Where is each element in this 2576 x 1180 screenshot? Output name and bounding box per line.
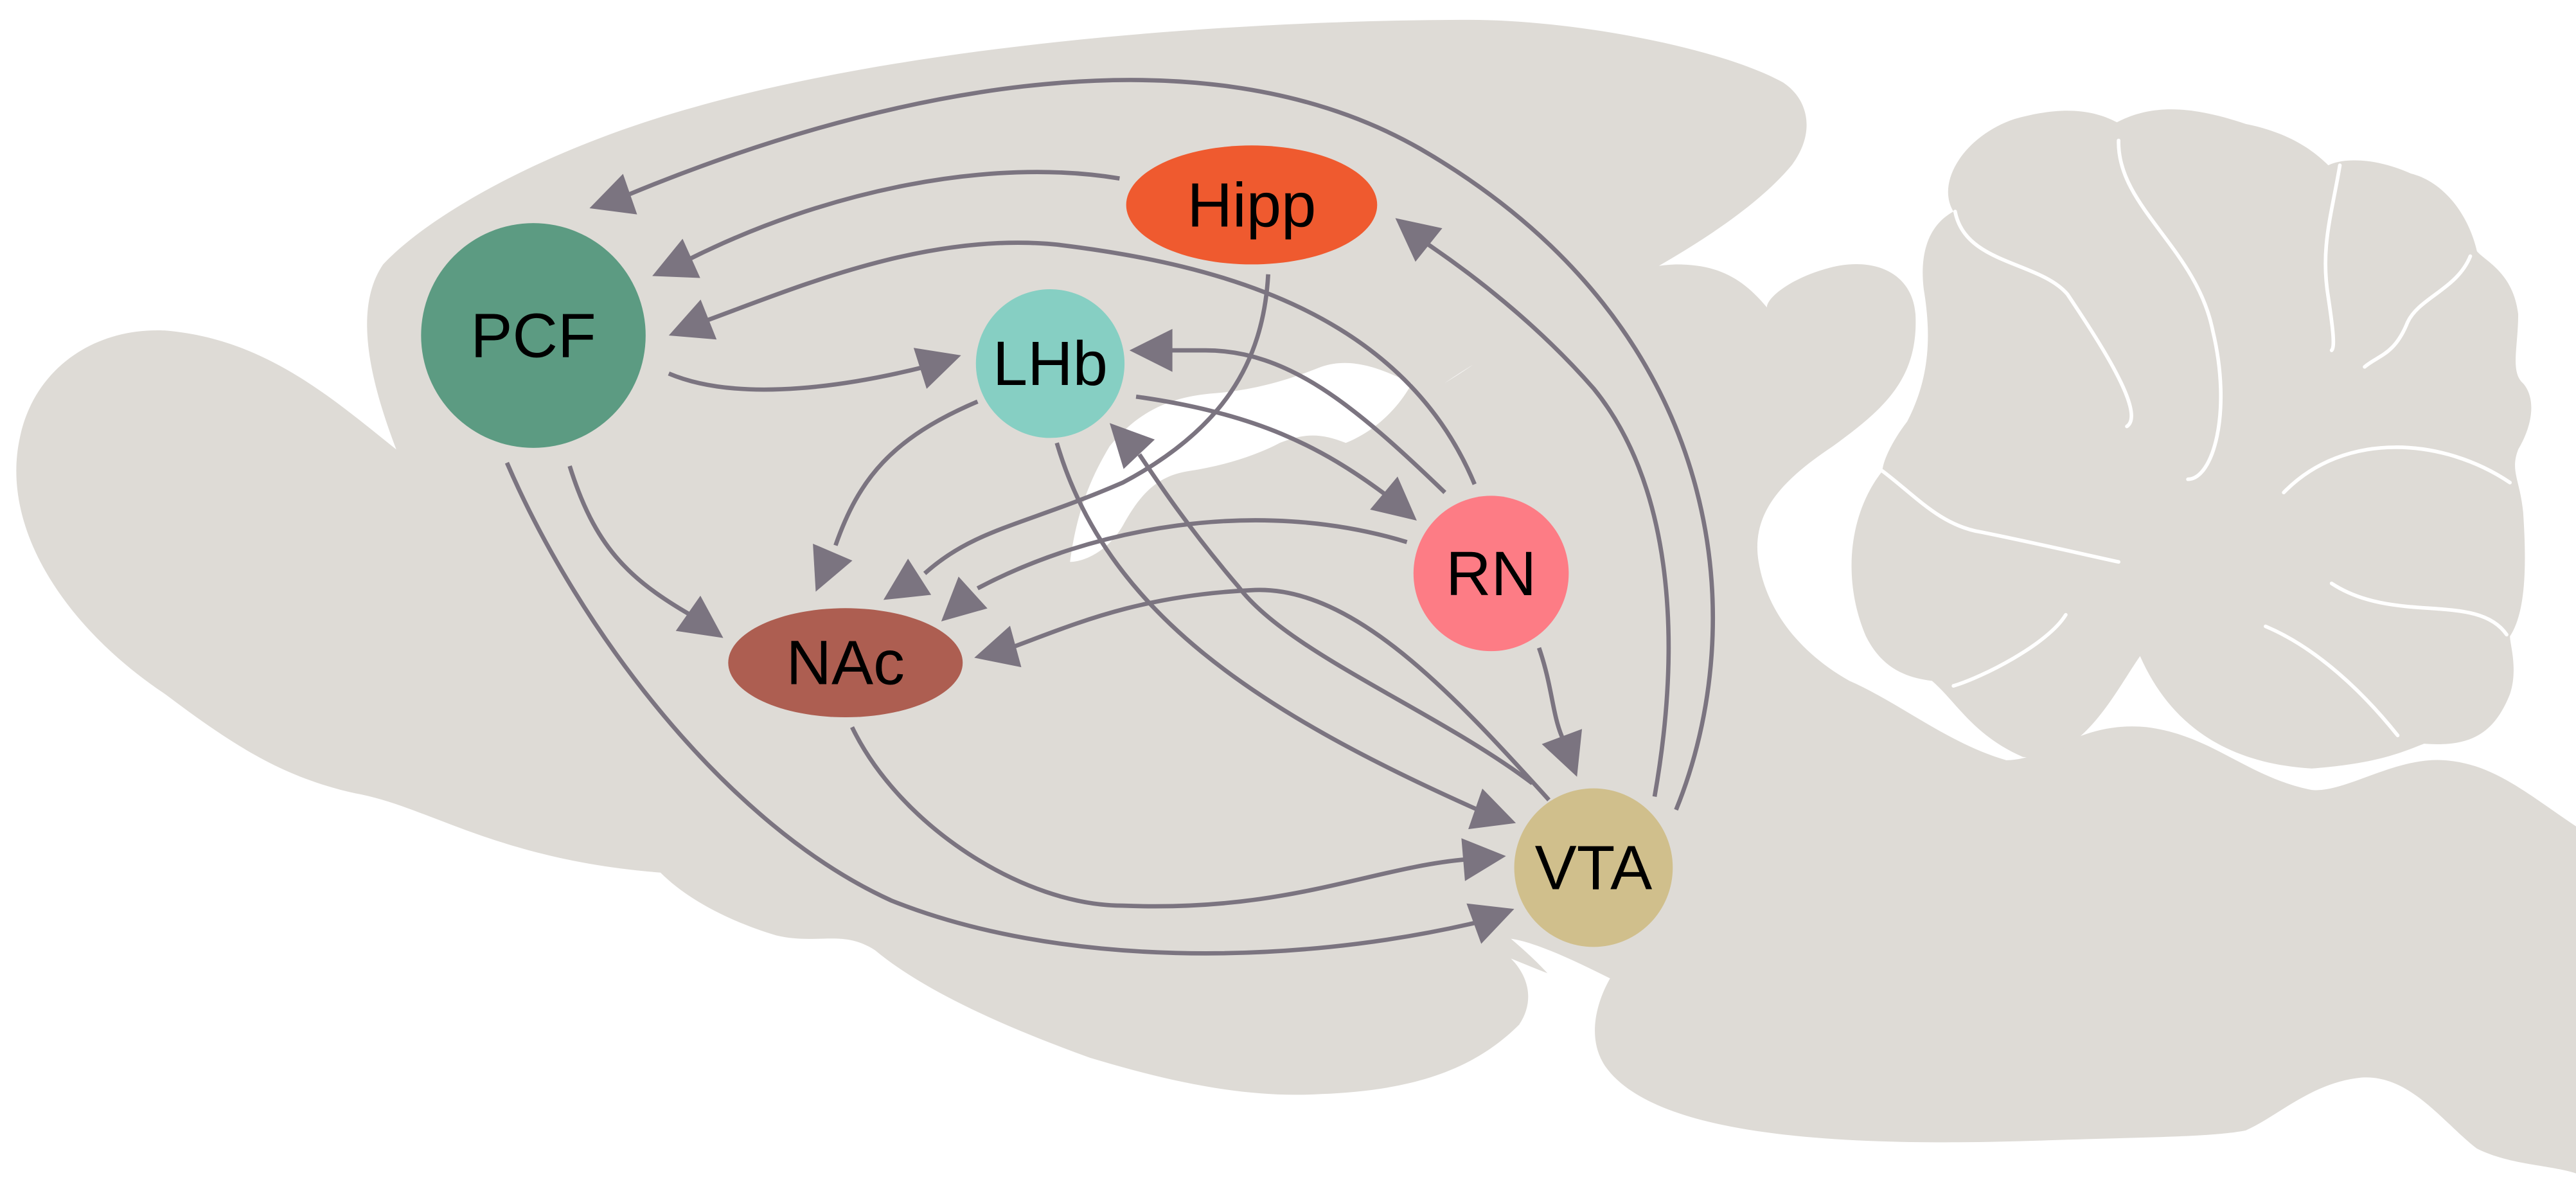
node-nac: NAc — [728, 608, 963, 717]
edge-vta-to-pcf — [589, 78, 1715, 811]
node-label: PCF — [470, 300, 596, 370]
ventricle-gap — [1070, 362, 1412, 562]
node-shape — [1126, 145, 1378, 265]
node-shape — [1413, 496, 1569, 652]
node-shape — [728, 608, 963, 717]
node-vta: VTA — [1514, 788, 1673, 947]
edge-vta-to-nac — [974, 587, 1551, 801]
arrowhead-icon — [883, 559, 932, 600]
node-label: VTA — [1535, 832, 1653, 902]
edge-lhb-to-vta — [1054, 442, 1516, 830]
edge-rn-to-lhb — [1129, 328, 1446, 494]
arrowhead-icon — [1466, 903, 1515, 944]
edge-line — [923, 274, 1270, 575]
edge-vta-to-lhb — [1109, 423, 1534, 785]
node-label: LHb — [993, 328, 1108, 398]
edge-line — [1167, 348, 1446, 494]
edge-line — [668, 364, 925, 392]
edge-lhb-to-rn — [1135, 394, 1417, 521]
node-label: NAc — [786, 628, 905, 698]
arrowhead-icon — [941, 577, 988, 621]
node-label: RN — [1446, 539, 1536, 609]
edge-line — [833, 399, 979, 546]
edge-rn-to-nac — [941, 518, 1408, 621]
edge-lhb-to-nac — [813, 399, 979, 592]
arrowhead-icon — [1370, 476, 1417, 521]
arrowhead-icon — [675, 595, 724, 638]
edges-layer — [504, 78, 1715, 956]
edge-line — [1427, 242, 1671, 798]
arrowhead-icon — [1541, 729, 1583, 777]
arrowhead-icon — [974, 625, 1022, 668]
edge-hipp-to-pcf — [652, 170, 1120, 278]
node-shape — [975, 289, 1125, 438]
edge-line — [1009, 587, 1551, 801]
node-shape — [1514, 788, 1673, 947]
arrowhead-icon — [813, 543, 853, 592]
arrowhead-icon — [1461, 838, 1506, 881]
node-rn: RN — [1413, 496, 1569, 652]
edge-line — [976, 518, 1408, 591]
arrowhead-icon — [1468, 789, 1516, 830]
edge-line — [701, 240, 1477, 485]
edge-hipp-to-nac — [883, 274, 1270, 600]
arrowhead-icon — [589, 174, 637, 215]
cerebellum-folia — [1880, 138, 2512, 738]
brainstem-gap — [1511, 938, 1610, 1041]
edge-line — [1054, 442, 1479, 812]
edge-vta-to-hipp — [1395, 218, 1671, 798]
arrowhead-icon — [1109, 423, 1155, 469]
edge-pcf-to-nac — [567, 465, 724, 638]
arrowhead-icon — [668, 299, 717, 340]
arrowhead-icon — [1129, 328, 1173, 372]
node-hipp: Hipp — [1126, 145, 1378, 265]
edge-nac-to-vta — [850, 726, 1506, 909]
arrowhead-icon — [1395, 218, 1443, 262]
node-lhb: LHb — [975, 289, 1125, 438]
edge-line — [684, 170, 1120, 264]
edge-line — [1137, 453, 1534, 785]
edge-line — [567, 465, 691, 617]
edge-line — [850, 726, 1467, 909]
edge-pcf-to-lhb — [668, 348, 961, 392]
edge-rn-to-pcf — [668, 240, 1477, 485]
node-pcf: PCF — [421, 223, 646, 448]
edge-line — [1135, 394, 1389, 498]
edge-line — [504, 461, 1479, 956]
edge-pcf-to-vta — [504, 461, 1515, 956]
cerebellum-shape — [1851, 109, 2532, 769]
arrowhead-icon — [913, 348, 961, 389]
node-label: Hipp — [1187, 170, 1317, 240]
node-shape — [421, 223, 646, 448]
edge-rn-to-vta — [1536, 647, 1583, 777]
arrowhead-icon — [652, 238, 700, 278]
edge-line — [1536, 647, 1565, 738]
edge-line — [626, 78, 1715, 811]
